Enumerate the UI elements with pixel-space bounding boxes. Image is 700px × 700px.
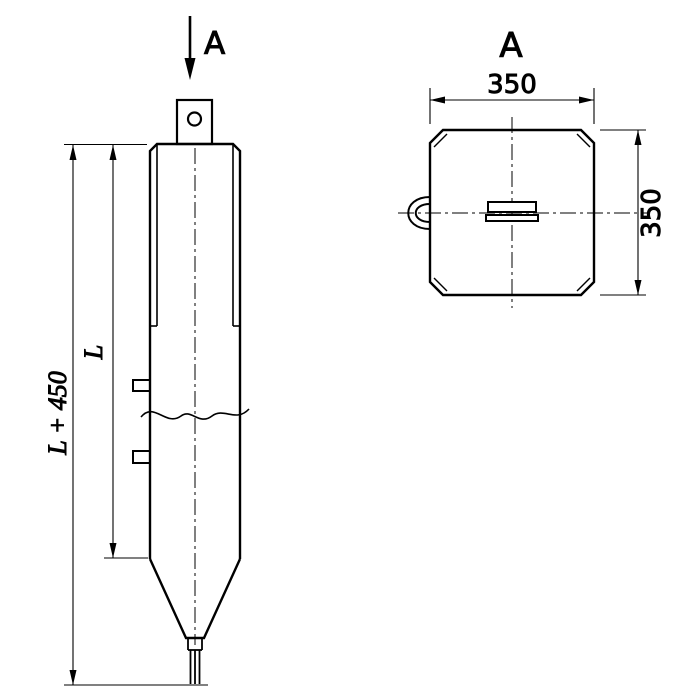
lifting-lug	[175, 98, 214, 146]
side-tabs	[132, 379, 151, 464]
section-arrow-label: A	[204, 26, 225, 62]
corner-chamfer	[433, 277, 448, 292]
lug-hole	[186, 111, 203, 127]
dim-shaft	[104, 145, 148, 559]
section-cut-arrow-icon	[184, 16, 196, 80]
dim-height	[600, 129, 646, 296]
corner-chamfer	[576, 277, 591, 292]
corner-chamfers	[433, 133, 591, 292]
dim-overall	[64, 143, 208, 686]
side-tab	[132, 450, 151, 464]
section-view-label: A	[499, 26, 522, 66]
dim-width-label: 350	[487, 70, 537, 100]
dim-height-label: 350	[637, 188, 667, 238]
dim-overall-label: L + 450	[43, 371, 72, 456]
dim-shaft-label: L	[79, 345, 108, 360]
center-lug-detail	[485, 201, 539, 222]
section-view: A	[398, 26, 668, 308]
side-tab	[132, 379, 151, 392]
front-view: A	[43, 16, 250, 686]
section-outline	[428, 128, 596, 297]
pile-tip-rods	[187, 638, 203, 684]
corner-chamfer	[433, 133, 448, 148]
break-line	[140, 408, 250, 420]
corner-chamfer	[576, 133, 591, 148]
dim-width	[429, 88, 595, 124]
